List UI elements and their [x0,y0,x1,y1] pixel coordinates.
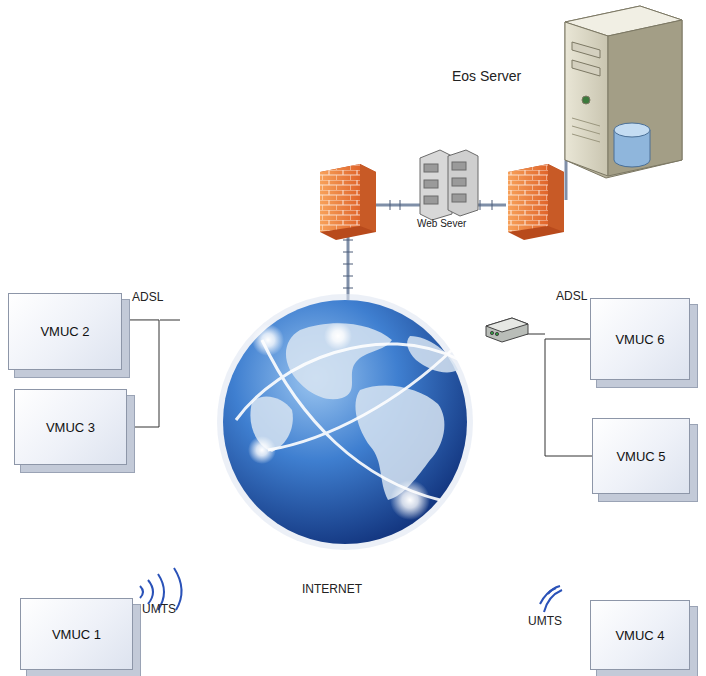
device-label: VMUC 6 [609,332,670,347]
device-box: VMUC 4 [590,600,690,670]
adsl-line [545,339,592,456]
device-label: VMUC 2 [34,324,95,339]
text-label: INTERNET [302,582,362,596]
text-label: ADSL [556,289,587,303]
device-label: VMUC 1 [46,627,107,642]
device-box: VMUC 1 [20,598,133,670]
device-box: VMUC 3 [14,389,127,465]
device-label: VMUC 5 [610,449,671,464]
device-box: VMUC 6 [590,298,690,380]
text-label: UMTS [528,614,562,628]
device-box: VMUC 5 [592,418,690,494]
text-label: Web Sever [417,218,466,229]
text-label: UMTS [142,602,176,616]
device-box: VMUC 2 [8,293,122,370]
adsl-line [122,320,159,427]
device-label: VMUC 4 [609,628,670,643]
device-label: VMUC 3 [40,420,101,435]
text-label: Eos Server [452,68,521,84]
text-label: ADSL [132,290,163,304]
